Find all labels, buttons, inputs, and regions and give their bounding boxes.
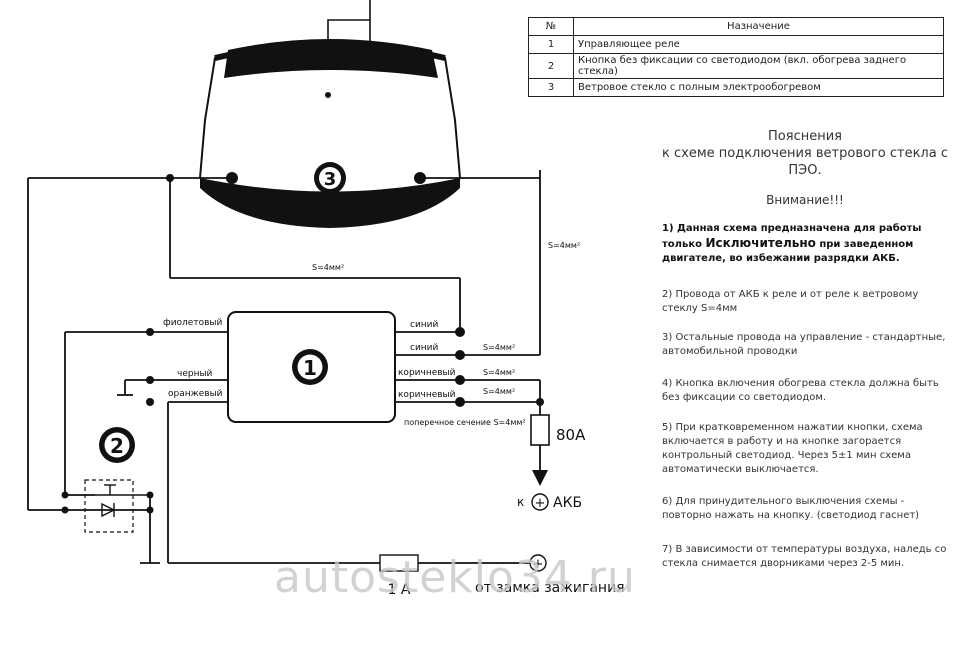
junctions xyxy=(61,174,544,514)
wire-section-1: S=4мм² xyxy=(483,343,515,352)
label-black: черный xyxy=(177,369,213,379)
cross-section-label: поперечное сечение S=4мм² xyxy=(404,418,526,427)
ignition-fuse: 1 А + от замка зажигания xyxy=(379,554,625,598)
label-violet: фиолетовый xyxy=(163,318,222,328)
legend-table: № Назначение 1 Управляющее реле 2 Кнопка… xyxy=(528,17,944,97)
battery-label: АКБ xyxy=(553,495,582,511)
battery-terminal: к + АКБ xyxy=(517,493,582,511)
notes-warning: Внимание!!! xyxy=(766,193,844,207)
legend-header-purpose: Назначение xyxy=(573,17,944,36)
legend-row: 1 Управляющее реле xyxy=(528,35,944,54)
main-fuse-label: 80А xyxy=(556,426,586,444)
legend-row: 3 Ветровое стекло с полным электрообогре… xyxy=(528,78,944,97)
note-item-4: 4) Кнопка включения обогрева стекла долж… xyxy=(662,378,939,403)
wire-section-3: S=4мм² xyxy=(483,387,515,396)
note-item-6: 6) Для принудительного выключения схемы … xyxy=(662,496,920,521)
legend-row-num: 1 xyxy=(528,35,574,54)
wire-section-top: S=4мм² xyxy=(312,263,344,272)
button-number: 2 xyxy=(110,434,124,458)
battery-prefix: к xyxy=(517,495,524,509)
legend-row-text: Кнопка без фиксации со светодиодом (вкл.… xyxy=(573,53,944,79)
main-fuse: 80А xyxy=(530,414,586,486)
button: 2 xyxy=(84,427,150,533)
legend-row: 2 Кнопка без фиксации со светодиодом (вк… xyxy=(528,53,944,79)
note-item-1: 1) Данная схема предназначена для работы… xyxy=(662,222,952,266)
relay-number: 1 xyxy=(303,356,317,380)
label-brown-2: коричневый xyxy=(398,390,456,400)
notes-title-1: Пояснения xyxy=(768,129,842,144)
notes-title-2: к схеме подключения ветрового стекла с П… xyxy=(662,146,948,178)
wire-section-right: S=4мм² xyxy=(548,241,580,250)
legend-header-num: № xyxy=(528,17,574,36)
note-item-3: 3) Остальные провода на управление - ста… xyxy=(662,332,946,357)
battery-plus: + xyxy=(535,496,546,511)
label-blue-1: синий xyxy=(410,320,439,330)
legend-row-num: 3 xyxy=(528,78,574,97)
relay: 1 xyxy=(227,311,396,423)
note-1-emph: Исключительно xyxy=(705,236,816,250)
wire-section-2: S=4мм² xyxy=(483,368,515,377)
legend-row-num: 2 xyxy=(528,53,574,79)
label-blue-2: синий xyxy=(410,343,439,353)
legend-row-text: Управляющее реле xyxy=(573,35,944,54)
notes-section: Пояснения к схеме подключения ветрового … xyxy=(660,128,950,569)
note-item-5: 5) При кратковременном нажатии кнопки, с… xyxy=(662,422,923,475)
label-brown-1: коричневый xyxy=(398,368,456,378)
wires xyxy=(27,170,541,564)
windshield: 3 xyxy=(198,39,462,228)
ignition-label: от замка зажигания xyxy=(475,580,625,596)
legend-header-row: № Назначение xyxy=(528,17,944,36)
note-1-pre: 1) Данная схема предназначена для работы… xyxy=(662,223,922,250)
note-item-7: 7) В зависимости от температуры воздуха,… xyxy=(662,544,947,569)
wire-labels: S=4мм² S=4мм² S=4мм² S=4мм² S=4мм² попер… xyxy=(163,241,580,427)
glass-number: 3 xyxy=(324,169,337,190)
ignition-fuse-label: 1 А xyxy=(388,582,411,598)
legend-row-text: Ветровое стекло с полным электрообогрево… xyxy=(573,78,944,97)
note-1-post: при заведенном двигателе, во избежании р… xyxy=(662,239,914,264)
ignition-plus: + xyxy=(533,557,544,572)
watermark: autosteklo34.ru xyxy=(274,552,636,603)
label-orange: оранжевый xyxy=(168,389,223,399)
note-item-2: 2) Провода от АКБ к реле и от реле к вет… xyxy=(662,289,919,314)
